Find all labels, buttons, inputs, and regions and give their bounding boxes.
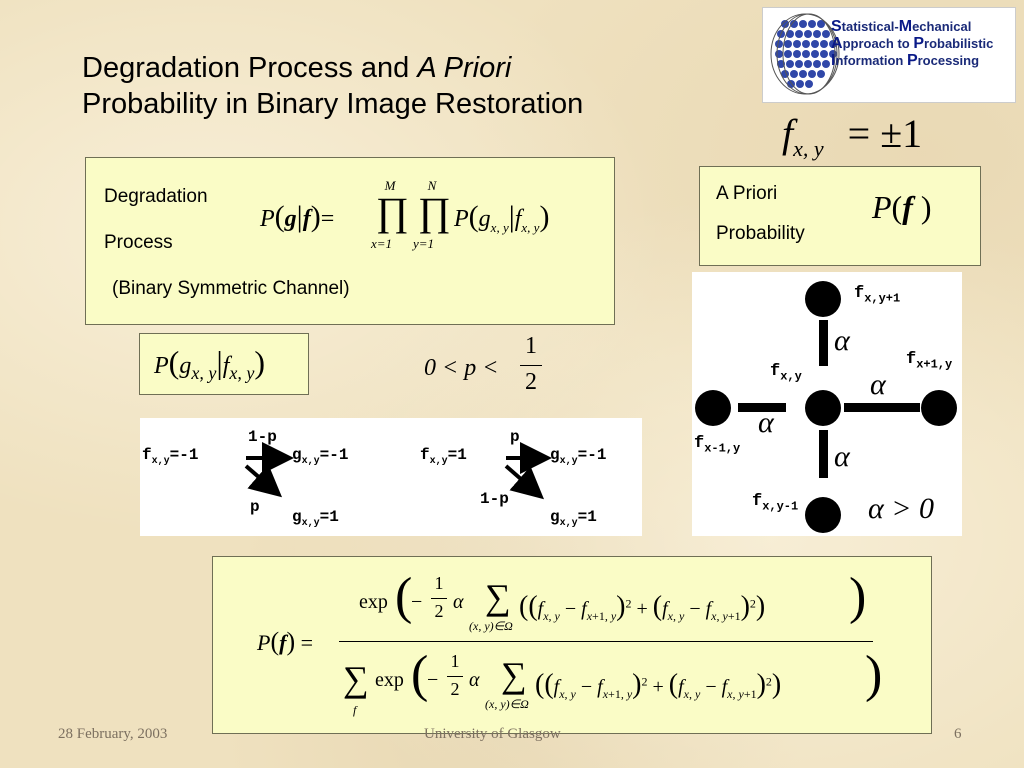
logo-dots-graphic	[770, 13, 840, 95]
lattice-left-label: fx-1,y	[694, 434, 741, 456]
degradation-label: Degradation	[104, 186, 208, 207]
binary-constraint-formula: fx, y = ±1	[782, 111, 923, 161]
channel-right-to2: gx,y=1	[550, 508, 597, 530]
bsc-label: (Binary Symmetric Channel)	[112, 278, 350, 299]
channel-arrows	[244, 442, 552, 500]
channel-left-diag-label: p	[250, 498, 260, 516]
node-right	[921, 390, 957, 426]
lattice-graph	[695, 281, 957, 533]
alpha-bottom: α	[834, 440, 850, 473]
binary-symmetric-channel-diagram: fx,y=-1 1-p gx,y=-1 p gx,y=1 fx,y=1 p gx…	[140, 418, 642, 536]
node-center	[805, 390, 841, 426]
probability-label: Probability	[716, 223, 805, 244]
channel-right-top-label: p	[510, 428, 520, 446]
prior-distribution-box: P(f) = exp ( − 1 2 α ∑ (x, y)∈Ω ((fx, y …	[212, 556, 932, 734]
lattice-neighborhood-diagram: fx,y+1 α fx,y fx+1,y α α fx-1,y α fx,y-1…	[692, 272, 962, 536]
apriori-probability-box: A Priori Probability P(f )	[699, 166, 981, 266]
logo-text: Statistical-Mechanical Approach to Proba…	[831, 18, 994, 69]
title-italic: A Priori	[417, 52, 512, 84]
title-line-2: Probability in Binary Image Restoration	[82, 88, 584, 120]
alpha-left: α	[758, 406, 774, 439]
apriori-formula: P(f )	[872, 189, 932, 225]
channel-left-top-label: 1-p	[248, 428, 277, 446]
apriori-label: A Priori	[716, 183, 778, 204]
node-bottom	[805, 497, 841, 533]
degradation-formula: P(g|f)= M ∏ x=1 N ∏ y=1 P(gx, y|fx, y)	[260, 178, 550, 251]
title-line-1: Degradation Process and A Priori	[82, 52, 512, 84]
alpha-top: α	[834, 324, 850, 357]
lattice-top-label: fx,y+1	[854, 284, 901, 306]
channel-right-to1: gx,y=-1	[550, 446, 607, 468]
channel-probability-box: P(gx, y|fx, y)	[139, 333, 309, 395]
node-left	[695, 390, 731, 426]
lattice-right-label: fx+1,y	[906, 350, 953, 372]
degradation-process-box: Degradation Process (Binary Symmetric Ch…	[85, 157, 615, 325]
lattice-bottom-label: fx,y-1	[752, 492, 799, 514]
channel-left-from: fx,y=-1	[142, 446, 199, 468]
channel-right-diag-label: 1-p	[480, 490, 509, 508]
prior-formula: P(f) = exp ( − 1 2 α ∑ (x, y)∈Ω ((fx, y …	[257, 568, 883, 718]
alpha-right: α	[870, 368, 886, 401]
channel-right-from: fx,y=1	[420, 446, 467, 468]
footer-institution: University of Glasgow	[424, 726, 561, 742]
node-top	[805, 281, 841, 317]
channel-left-to1: gx,y=-1	[292, 446, 349, 468]
channel-left-to2: gx,y=1	[292, 508, 339, 530]
footer-page-number: 6	[954, 726, 962, 742]
slide-title: Degradation Process and A Priori Probabi…	[82, 50, 583, 122]
alpha-condition: α > 0	[868, 492, 934, 525]
p-range-inequality: 0 < p < 1 2	[424, 333, 554, 403]
process-label: Process	[104, 232, 173, 253]
lattice-center-label: fx,y	[770, 362, 802, 384]
footer-date: 28 February, 2003	[58, 726, 168, 742]
logo: Statistical-Mechanical Approach to Proba…	[762, 7, 1016, 103]
